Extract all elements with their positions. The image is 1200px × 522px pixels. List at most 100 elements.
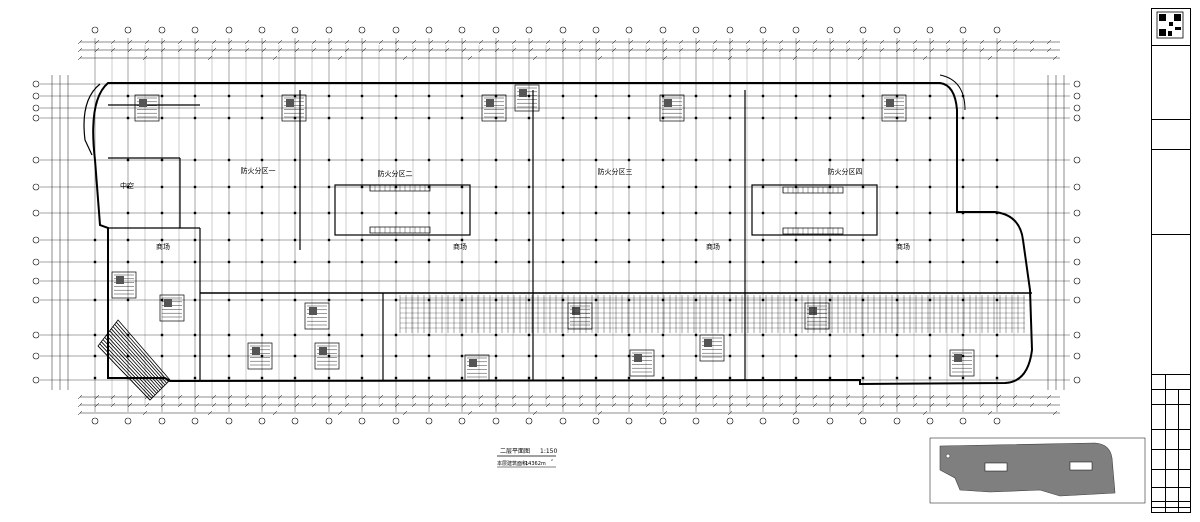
column: [327, 94, 331, 98]
column: [594, 238, 598, 242]
elevator-shaft: [572, 307, 580, 315]
dimension-tick: [207, 410, 213, 416]
column: [995, 185, 999, 189]
zone-3-label: 防火分区三: [598, 167, 633, 176]
column: [928, 211, 932, 215]
dimension-tick: [311, 394, 317, 400]
axis-bubble: [926, 417, 934, 425]
dimension-tick: [127, 394, 133, 400]
dimension-tick: [792, 55, 798, 61]
column: [260, 376, 264, 380]
axis-bubble: [893, 26, 901, 34]
dimension-tick: [578, 39, 584, 45]
axis-bubble: [392, 417, 400, 425]
dimension-tick: [929, 394, 935, 400]
column: [661, 376, 665, 380]
axis-bubble: [525, 26, 533, 34]
dimension-tick: [829, 39, 835, 45]
column: [327, 333, 331, 337]
dimension-tick: [244, 394, 250, 400]
dimension-tick: [461, 39, 467, 45]
column: [293, 211, 297, 215]
column: [861, 211, 865, 215]
column: [494, 376, 498, 380]
column: [861, 238, 865, 242]
column: [360, 211, 364, 215]
area-label: 本层建筑面积:: [497, 460, 529, 467]
column: [160, 298, 164, 302]
column: [694, 94, 698, 98]
column: [193, 185, 197, 189]
column: [527, 116, 531, 120]
column: [227, 260, 231, 264]
dimension-tick: [110, 394, 116, 400]
axis-bubble: [1073, 156, 1081, 164]
column: [460, 116, 464, 120]
dimension-tick: [294, 39, 300, 45]
column: [995, 376, 999, 380]
dimension-tick: [227, 47, 233, 53]
dimension-tick: [762, 47, 768, 53]
dimension-tick: [94, 402, 100, 408]
title-block-divider: [1152, 449, 1190, 450]
axis-bubble: [826, 26, 834, 34]
dimension-tick: [110, 402, 116, 408]
dimension-tick: [712, 39, 718, 45]
column: [527, 211, 531, 215]
dimension-tick: [795, 402, 801, 408]
column: [594, 158, 598, 162]
dimension-tick: [662, 410, 668, 416]
column: [928, 333, 932, 337]
column: [761, 116, 765, 120]
dimension-tick: [127, 402, 133, 408]
column: [427, 116, 431, 120]
dimension-tick: [272, 55, 278, 61]
axis-bubble: [659, 417, 667, 425]
column: [828, 298, 832, 302]
dimension-tick: [244, 47, 250, 53]
axis-bubble: [124, 26, 132, 34]
column: [126, 116, 130, 120]
axis-bubble: [1073, 80, 1081, 88]
axis-bubble: [1073, 376, 1081, 384]
column: [828, 185, 832, 189]
axis-bubble: [993, 417, 1001, 425]
column: [694, 260, 698, 264]
elevator-shaft: [664, 99, 672, 107]
dimension-tick: [695, 394, 701, 400]
column: [828, 333, 832, 337]
dimension-tick: [378, 39, 384, 45]
column: [627, 376, 631, 380]
dimension-tick: [678, 402, 684, 408]
dimension-tick: [829, 394, 835, 400]
column: [494, 238, 498, 242]
column: [928, 238, 932, 242]
plan-scale: 1:150: [540, 448, 557, 455]
dimension-tick: [662, 47, 668, 53]
area-unit: 2: [551, 458, 553, 462]
dimension-tick: [561, 402, 567, 408]
column: [828, 238, 832, 242]
dimension-tick: [177, 394, 183, 400]
dimension-tick: [311, 47, 317, 53]
dimension-tick: [597, 55, 603, 61]
dimension-tick: [528, 402, 534, 408]
stair-core: [949, 349, 975, 377]
column: [961, 260, 965, 264]
dimension-tick: [160, 47, 166, 53]
zone-1-label: 防火分区一: [241, 166, 276, 175]
stair-core: [464, 354, 490, 382]
elevator-shaft: [164, 299, 172, 307]
title-block-divider: [1152, 501, 1190, 502]
column: [394, 211, 398, 215]
axis-bubble: [1073, 209, 1081, 217]
column: [93, 260, 97, 264]
dimension-tick: [77, 402, 83, 408]
axis-bubble: [191, 417, 199, 425]
dimension-tick: [411, 47, 417, 53]
title-block-divider: [1152, 234, 1190, 235]
dimension-tick: [829, 402, 835, 408]
dimension-tick: [160, 39, 166, 45]
dimension-tick: [428, 402, 434, 408]
